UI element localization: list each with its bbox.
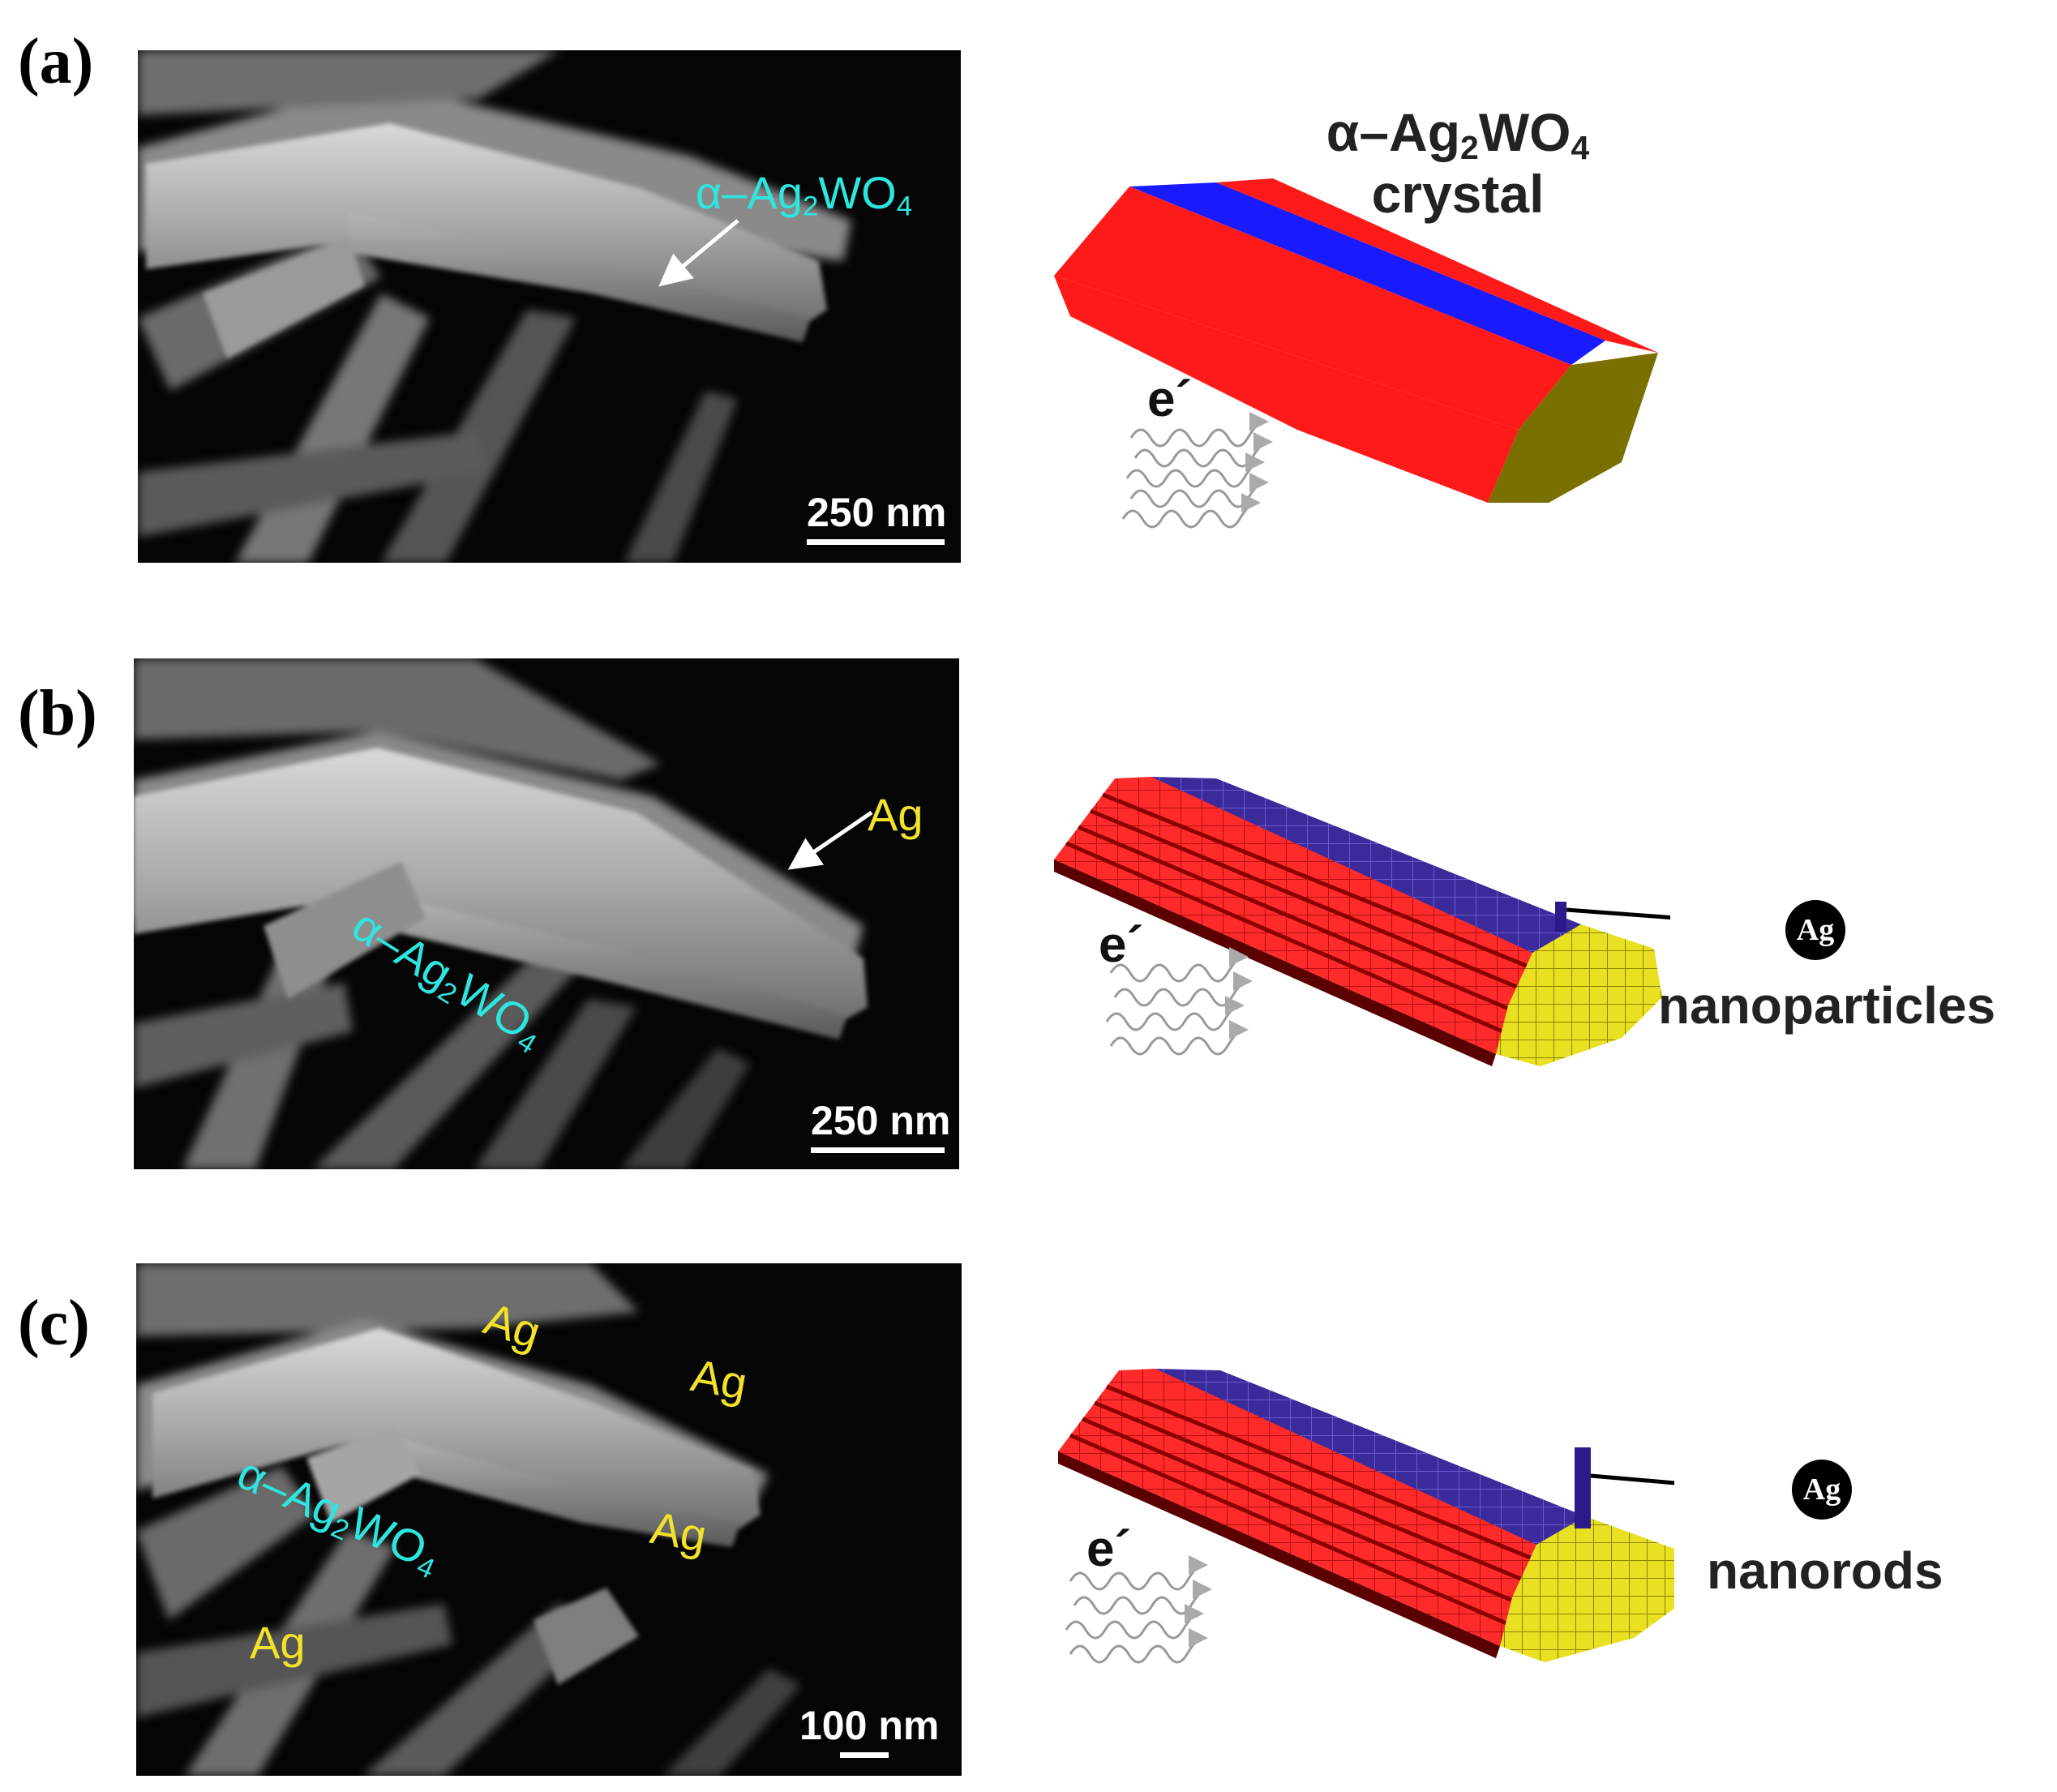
crystal-side-face	[1058, 1369, 1569, 1646]
crystal-lower-face	[1054, 276, 1519, 503]
scale-bar-b: 250 nm	[811, 1098, 951, 1153]
sem-image-b: Ag α–Ag2WO4 250 nm	[134, 658, 959, 1169]
electron-label-c: e´	[1086, 1521, 1132, 1577]
panel-label-b: (b)	[18, 678, 97, 749]
light-wave-icon	[1105, 947, 1253, 1056]
crystal-schematic-a	[1054, 178, 1658, 529]
nanorods-caption: nanorods	[1707, 1541, 1943, 1600]
panel-label-c: (c)	[18, 1288, 90, 1359]
sem-image-c: Ag Ag Ag Ag α–Ag2WO4 100 nm	[136, 1263, 962, 1776]
panel-label-a: (a)	[18, 26, 94, 97]
pointer-arrow	[1566, 907, 1670, 920]
crystal-end-face	[1488, 353, 1658, 503]
crystal-top-face	[1129, 182, 1605, 365]
sem-label-ag: Ag	[687, 1349, 752, 1409]
pointer-arrow	[1590, 1473, 1674, 1485]
scale-bar-a: 250 nm	[807, 490, 947, 545]
crystal-schematic-b	[1054, 777, 1670, 1066]
sem-micrograph-a	[138, 50, 961, 563]
sem-label-ag: Ag	[868, 789, 924, 840]
electron-label-a: e´	[1147, 371, 1193, 427]
ag-nanorod	[1575, 1447, 1591, 1528]
scale-bar-text: 250 nm	[807, 490, 947, 535]
crystal-upper-face	[1054, 186, 1571, 430]
sem-label-ag: Ag	[250, 1617, 306, 1668]
crystal-title: α–Ag2WO4 crystal	[1326, 102, 1590, 224]
scale-bar-c: 100 nm	[799, 1703, 940, 1758]
electron-label-b: e´	[1099, 917, 1144, 973]
crystal-top-face	[1155, 1369, 1585, 1545]
scale-bar-line	[807, 539, 945, 545]
scale-bar-line	[811, 1147, 945, 1153]
ag-nanoparticle	[1555, 902, 1566, 932]
scale-bar-line	[840, 1752, 889, 1758]
sem-image-a: α–Ag2WO4 250 nm	[138, 50, 961, 563]
crystal-side-face	[1054, 777, 1565, 1054]
ag-badge-text: Ag	[1796, 913, 1835, 947]
sem-label-alpha-ag2wo4: α–Ag2WO4	[696, 167, 913, 222]
crystal-schematic-c	[1058, 1369, 1674, 1664]
nanoparticles-caption: nanoparticles	[1658, 976, 1996, 1035]
crystal-end-face	[1500, 1516, 1674, 1662]
crystal-back-face	[1216, 178, 1658, 353]
ag-badge-icon: Ag	[1785, 900, 1845, 960]
crystal-top-face	[1151, 777, 1581, 953]
sem-micrograph-c	[136, 1263, 962, 1776]
sem-label-ag: Ag	[646, 1502, 711, 1562]
scale-bar-text: 100 nm	[799, 1703, 940, 1748]
ag-badge-text: Ag	[1802, 1473, 1841, 1507]
ag-badge-icon: Ag	[1792, 1460, 1852, 1520]
crystal-end-face	[1496, 924, 1662, 1066]
light-wave-icon	[1065, 1555, 1212, 1664]
scale-bar-text: 250 nm	[811, 1098, 951, 1143]
sem-micrograph-b	[134, 658, 959, 1169]
light-wave-icon	[1121, 412, 1273, 529]
